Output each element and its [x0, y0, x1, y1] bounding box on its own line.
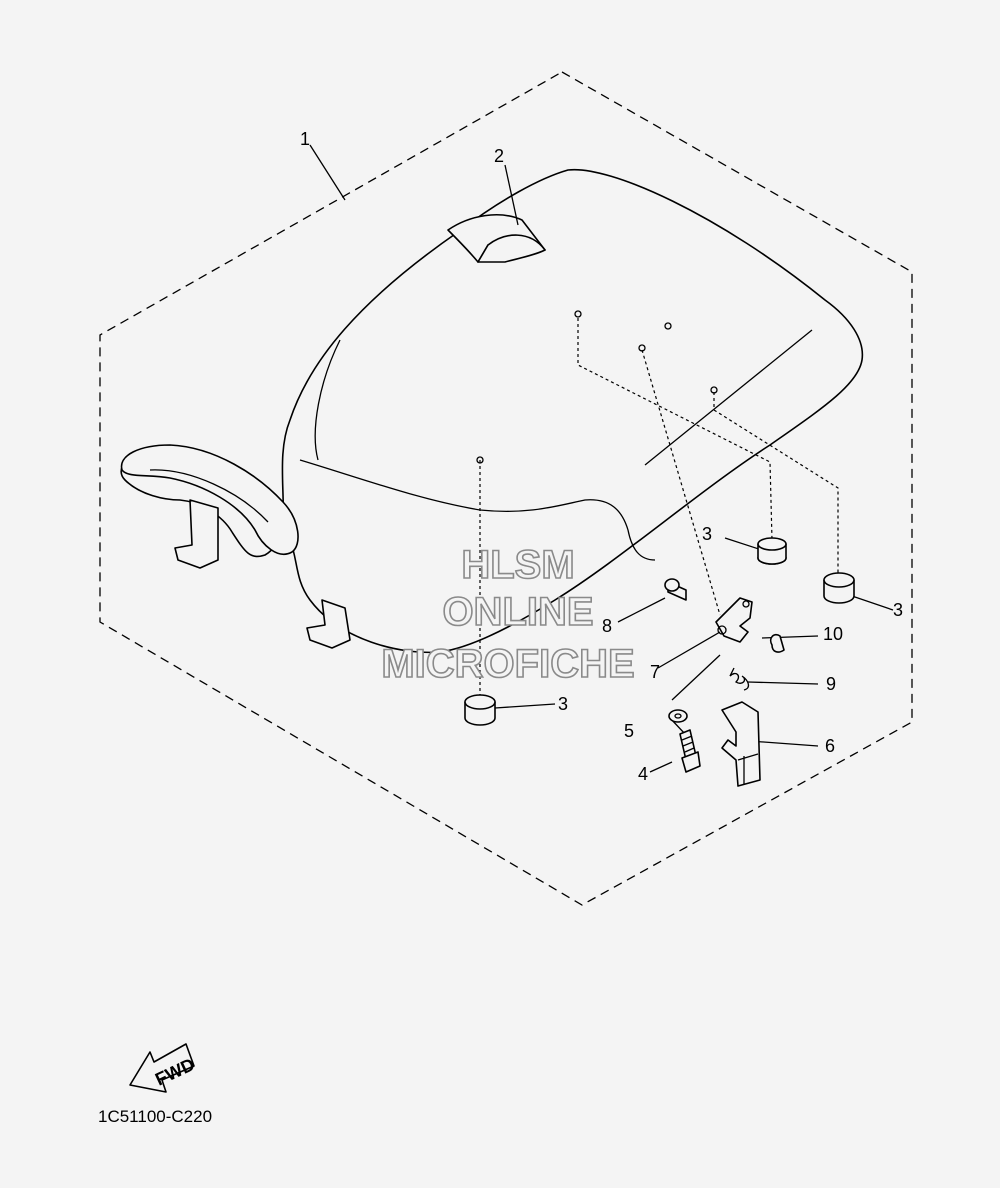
- callout-5: 5: [624, 721, 634, 741]
- damper: [823, 572, 855, 604]
- damper: [757, 537, 787, 565]
- damper: [464, 694, 496, 726]
- lock-hook: [721, 701, 761, 787]
- callout-3: 3: [893, 600, 903, 620]
- seat-contour-line: [314, 339, 341, 461]
- callout-9: 9: [826, 674, 836, 694]
- watermark: HLSM ONLINE MICROFICHE: [381, 542, 636, 687]
- callout-3: 3: [702, 524, 712, 544]
- lever-bracket: [715, 597, 753, 643]
- seat-rear-inner: [149, 469, 269, 523]
- callout-3: 3: [558, 694, 568, 714]
- clip: [769, 633, 785, 653]
- strap-end: [477, 234, 546, 263]
- callout-4: 4: [638, 764, 648, 784]
- watermark-line-3: MICROFICHE: [381, 642, 634, 686]
- fwd-arrow-icon: FWD: [129, 1043, 198, 1093]
- seat-contour-line: [644, 329, 813, 466]
- bolt: [679, 729, 701, 773]
- mount-markers: [476, 310, 718, 464]
- watermark-line-1: HLSM: [461, 543, 574, 587]
- washer: [668, 709, 688, 723]
- callout-7: 7: [650, 662, 660, 682]
- callout-1: 1: [300, 129, 310, 149]
- assembly-boundary: [99, 71, 913, 906]
- seat-body: [120, 168, 864, 654]
- callout-2: 2: [494, 146, 504, 166]
- seat-rear-contour: [120, 444, 299, 555]
- seat-rear-hook: [306, 599, 351, 649]
- seat-strap: [447, 214, 546, 263]
- seat-assembly: [120, 168, 864, 654]
- diagram-code: 1C51100-C220: [98, 1107, 212, 1126]
- spring: [729, 667, 750, 691]
- callout-6: 6: [825, 736, 835, 756]
- callout-8: 8: [602, 616, 612, 636]
- seat-contour-line: [299, 459, 656, 561]
- seat-front-hook: [174, 499, 219, 569]
- callout-10: 10: [823, 624, 843, 644]
- watermark-line-2: ONLINE: [442, 590, 593, 634]
- pin: [664, 578, 687, 601]
